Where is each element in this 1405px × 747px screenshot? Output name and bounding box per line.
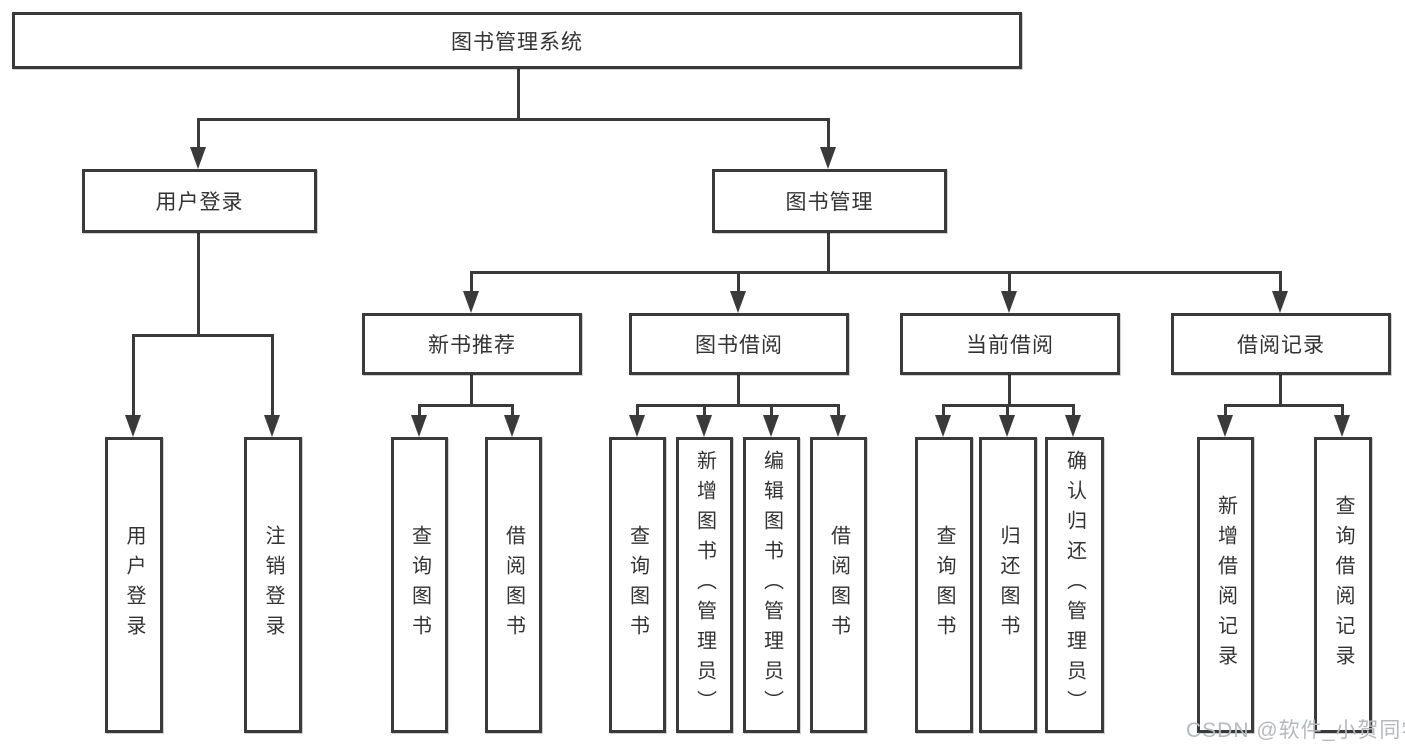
leaf-borrow-books-new: 借阅图书 (485, 437, 542, 733)
arrow-down-icon (935, 415, 951, 437)
arrow-down-icon (1001, 291, 1017, 313)
connector-line (132, 334, 274, 337)
arrow-down-icon (999, 415, 1015, 437)
arrow-down-icon (504, 415, 520, 437)
leaf-query-books-borrow: 查询图书 (609, 437, 666, 733)
leaf-query-books-new: 查询图书 (391, 437, 448, 733)
connector-line (1341, 404, 1344, 417)
leaf-add-book-admin: 新增图书（管理员） (676, 437, 733, 733)
arrow-down-icon (629, 415, 645, 437)
connector-line (470, 271, 473, 293)
arrow-down-icon (1272, 291, 1288, 313)
leaf-label: 用户登录 (123, 525, 145, 645)
leaf-label: 查询图书 (933, 525, 955, 645)
leaf-label: 借阅图书 (502, 525, 525, 645)
leaf-label: 新增图书（管理员） (693, 450, 716, 720)
connector-line (1224, 404, 1344, 407)
arrow-down-icon (190, 147, 206, 169)
leaf-user-login: 用户登录 (105, 437, 163, 733)
connector-line (1279, 374, 1282, 406)
connector-line (636, 404, 840, 407)
node-new-book-recommend: 新书推荐 (362, 313, 582, 375)
leaf-edit-book-admin: 编辑图书（管理员） (743, 437, 800, 733)
connector-line (1072, 404, 1075, 417)
leaf-return-book: 归还图书 (979, 437, 1037, 733)
leaf-query-books-current: 查询图书 (915, 437, 973, 733)
connector-line (197, 232, 200, 336)
connector-line (942, 404, 945, 417)
node-user-login: 用户登录 (82, 169, 317, 233)
connector-line (271, 334, 274, 417)
leaf-label: 确认归还（管理员） (1063, 450, 1086, 720)
connector-line (470, 374, 473, 406)
connector-line (197, 118, 830, 121)
connector-line (737, 374, 740, 406)
leaf-label: 查询图书 (408, 525, 431, 645)
arrow-down-icon (264, 415, 280, 437)
connector-line (737, 271, 740, 293)
connector-line (703, 404, 706, 417)
leaf-label: 借阅图书 (827, 525, 850, 645)
leaf-label: 编辑图书（管理员） (760, 450, 783, 720)
node-library-management-system: 图书管理系统 (12, 12, 1022, 69)
connector-line (837, 404, 840, 417)
connector-line (470, 271, 1282, 274)
node-current-borrow: 当前借阅 (900, 313, 1120, 375)
leaf-query-borrow-record: 查询借阅记录 (1314, 437, 1372, 733)
arrow-down-icon (1065, 415, 1081, 437)
connector-line (636, 404, 639, 417)
watermark-text: CSDN @软件_小贺同学 (1186, 719, 1405, 742)
leaf-label: 查询图书 (626, 525, 649, 645)
leaf-borrow-books-borrow: 借阅图书 (810, 437, 867, 733)
arrow-down-icon (763, 415, 779, 437)
arrow-down-icon (411, 415, 427, 437)
connector-line (132, 334, 135, 417)
leaf-logout: 注销登录 (244, 437, 302, 733)
leaf-label: 查询借阅记录 (1332, 495, 1354, 675)
arrow-down-icon (125, 415, 141, 437)
arrow-down-icon (830, 415, 846, 437)
connector-line (517, 68, 520, 120)
leaf-label: 归还图书 (997, 525, 1019, 645)
arrow-down-icon (463, 291, 479, 313)
connector-line (1008, 374, 1011, 406)
connector-line (511, 404, 514, 417)
connector-line (827, 232, 830, 273)
node-borrow-records: 借阅记录 (1171, 313, 1391, 375)
connector-line (1224, 404, 1227, 417)
leaf-add-borrow-record: 新增借阅记录 (1197, 437, 1254, 733)
leaf-label: 注销登录 (262, 525, 284, 645)
arrow-down-icon (730, 291, 746, 313)
arrow-down-icon (1217, 415, 1233, 437)
connector-line (770, 404, 773, 417)
leaf-label: 新增借阅记录 (1214, 495, 1237, 675)
arrow-down-icon (1334, 415, 1350, 437)
node-book-management: 图书管理 (712, 169, 947, 233)
arrow-down-icon (696, 415, 712, 437)
arrow-down-icon (820, 147, 836, 169)
connector-line (1006, 404, 1009, 417)
connector-line (827, 118, 830, 148)
connector-line (1279, 271, 1282, 293)
node-book-borrow: 图书借阅 (629, 313, 849, 375)
connector-line (1008, 271, 1011, 293)
connector-line (418, 404, 514, 407)
leaf-confirm-return-admin: 确认归还（管理员） (1045, 437, 1104, 733)
connector-line (418, 404, 421, 417)
connector-line (197, 118, 200, 148)
